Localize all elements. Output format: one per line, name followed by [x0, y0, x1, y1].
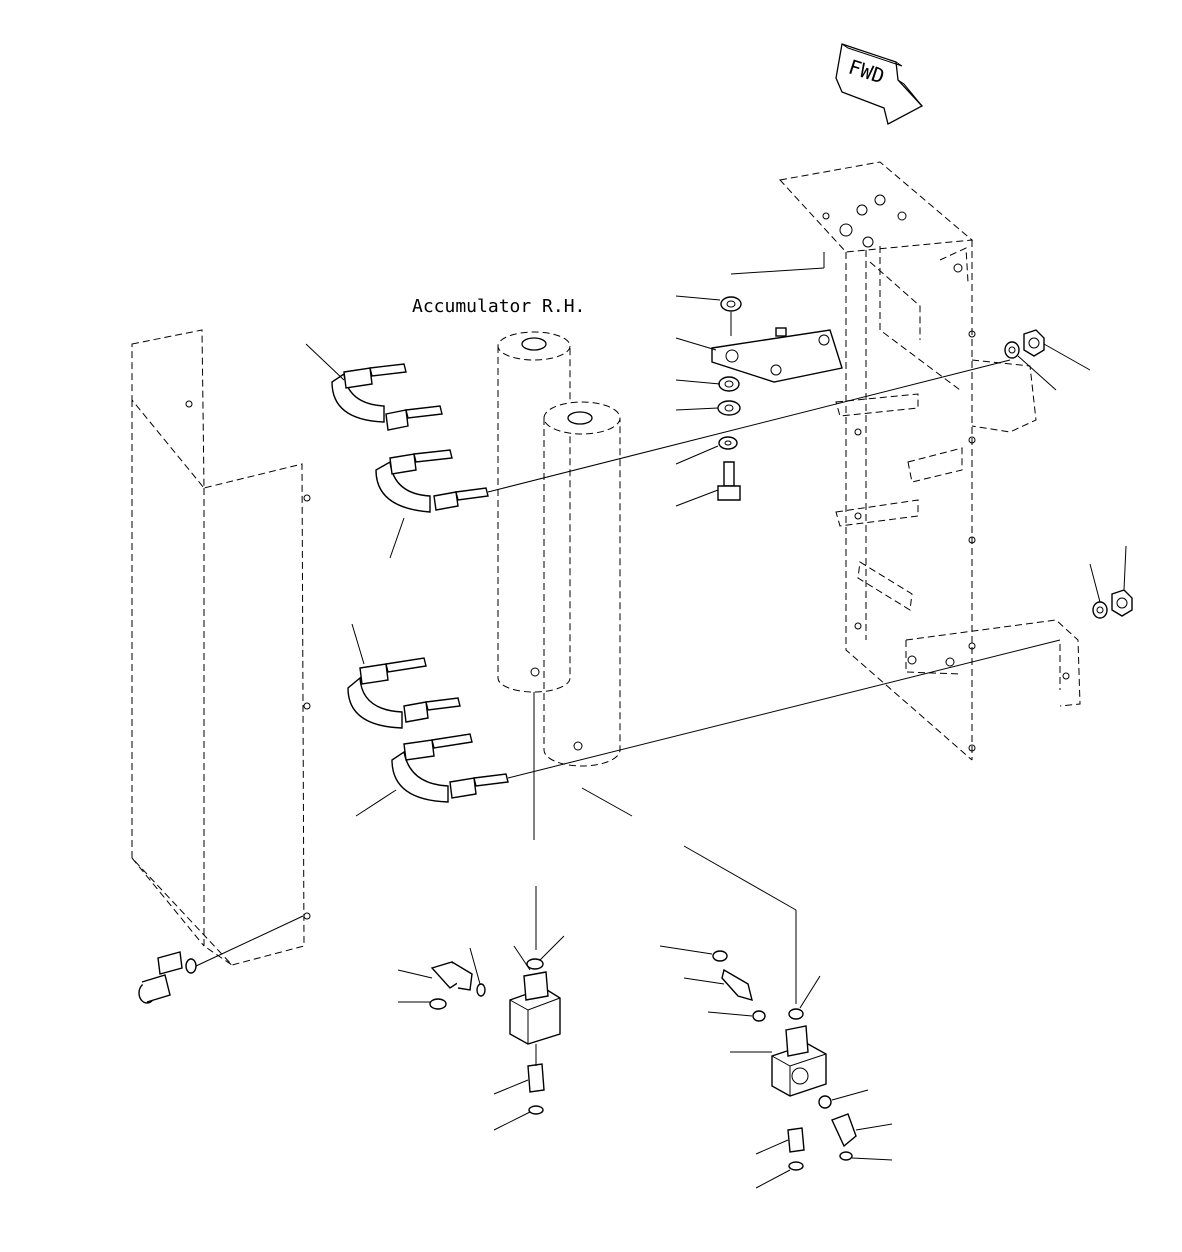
nut-washer-lower: [1092, 589, 1133, 619]
mounting-frame: [779, 161, 1081, 761]
leader-lines: [305, 295, 1127, 1189]
washer-stack: [717, 252, 825, 501]
band-clamp-3: [347, 657, 461, 729]
accumulator-front: [543, 401, 621, 767]
cover-bolt: [138, 915, 304, 1004]
accumulator-label: Accumulator R.H.: [412, 296, 585, 317]
valve-block-left: [429, 958, 561, 1115]
band-clamp-2: [375, 359, 1011, 513]
fwd-arrow: FWD: [835, 43, 924, 125]
fwd-label: FWD: [846, 55, 888, 89]
accumulator-rear: [497, 331, 571, 693]
valve-block-right: [712, 950, 857, 1171]
clamp-plate: [711, 327, 843, 383]
nut-washer-upper: [1004, 329, 1045, 359]
cover-panel: [131, 329, 311, 966]
band-clamp-4: [391, 639, 1061, 803]
band-clamp-1: [331, 363, 443, 431]
